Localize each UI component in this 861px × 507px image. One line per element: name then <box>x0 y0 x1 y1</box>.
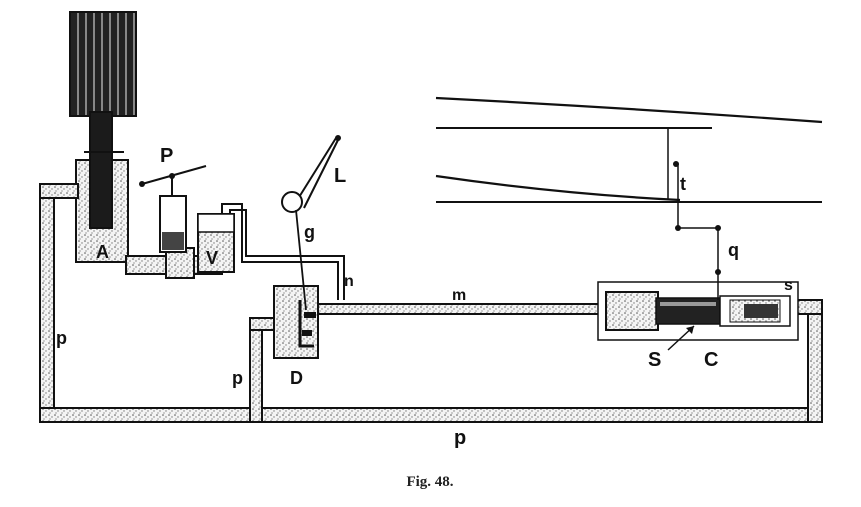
label-V: V <box>206 248 218 268</box>
rails <box>435 96 823 203</box>
label-D: D <box>290 368 303 388</box>
label-t: t <box>680 174 686 194</box>
pipe-m <box>317 303 609 315</box>
vessel-v <box>197 203 345 300</box>
motor <box>69 11 137 117</box>
label-P: P <box>160 145 173 167</box>
label-L: L <box>334 165 346 187</box>
arrow-s <box>667 325 695 351</box>
figure-caption: Fig. 48. <box>406 474 453 490</box>
label-g: g <box>304 222 315 242</box>
servo-c <box>597 281 799 341</box>
label-s: s <box>784 277 793 294</box>
label-C: C <box>704 349 718 371</box>
pump-a <box>75 111 129 263</box>
label-n: n <box>344 273 354 290</box>
cylinder-p <box>139 165 207 253</box>
linkage-tq <box>667 128 721 300</box>
label-p-left: p <box>56 328 67 348</box>
label-m: m <box>452 287 466 304</box>
lever-l <box>281 135 341 311</box>
label-A: A <box>96 242 109 262</box>
label-S: S <box>648 349 661 371</box>
distributor-d <box>273 285 319 359</box>
label-p-bottom: p <box>454 427 466 449</box>
label-q: q <box>728 240 739 260</box>
label-p-mid: p <box>232 368 243 388</box>
